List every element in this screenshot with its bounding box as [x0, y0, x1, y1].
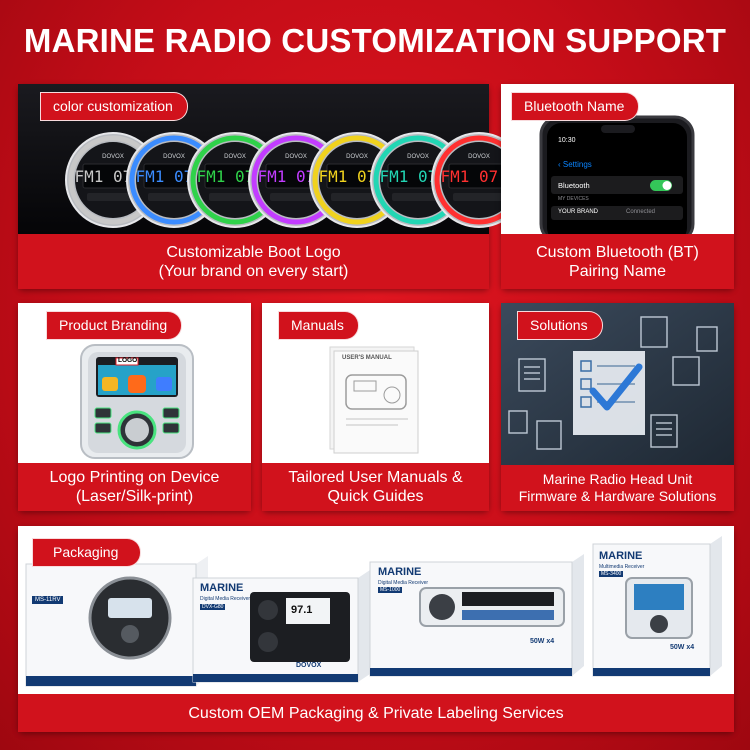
- settings-back-link[interactable]: ‹ Settings: [558, 160, 592, 169]
- radio-brand-label: DOVOX: [407, 154, 429, 160]
- phone-time: 10:30: [558, 137, 576, 144]
- caption-line-2: (Laser/Silk-print): [75, 488, 194, 505]
- radio-brand-label: DOVOX: [468, 154, 490, 160]
- manuals-card: USER'S MANUAL Manuals Tailored User Manu…: [262, 303, 489, 511]
- bluetooth-toggle[interactable]: [650, 180, 672, 191]
- box4-model: MS-3400: [599, 571, 624, 577]
- bluetooth-name-card: 10:30 ‹ Settings Bluetooth MY DEVICES YO…: [501, 84, 734, 289]
- box2-sub: Digital Media Receiver: [200, 596, 251, 602]
- bluetooth-label: Bluetooth: [558, 181, 590, 190]
- packaging-caption: Custom OEM Packaging & Private Labeling …: [18, 694, 734, 732]
- box3-power: 50W x4: [530, 638, 555, 645]
- box2-brand: MARINE: [200, 582, 244, 594]
- product-branding-tag: Product Branding: [46, 311, 183, 340]
- radio-brand-label: DOVOX: [224, 154, 246, 160]
- box3-model: MS-1000: [378, 587, 403, 593]
- solutions-graphic: [501, 303, 734, 465]
- radio-brand-label: DOVOX: [285, 154, 307, 160]
- color-customization-tag: color customization: [40, 92, 188, 121]
- caption-line-1: Marine Radio Head Unit: [542, 471, 693, 487]
- radio-brand-label: DOVOX: [102, 154, 124, 160]
- box4-sub: Multimedia Receiver: [599, 564, 645, 570]
- back-label: Settings: [562, 160, 592, 169]
- device-status: Connected: [626, 209, 656, 215]
- radio-brand-label: DOVOX: [163, 154, 185, 160]
- box2-model: DVX-G80: [200, 604, 226, 610]
- box3-sub: Digital Media Receiver: [378, 580, 429, 586]
- caption-line-1: Tailored User Manuals &: [288, 469, 463, 486]
- packaging-tag: Packaging: [32, 538, 142, 567]
- box4-brand: MARINE: [599, 550, 643, 562]
- my-devices-label: MY DEVICES: [558, 196, 589, 202]
- color-customization-caption: Customizable Boot Logo (Your brand on ev…: [18, 234, 489, 289]
- caption-line-2: Pairing Name: [569, 262, 666, 280]
- packaging-card: MS-11RV MARINE Digital Media Receiver DV…: [18, 526, 734, 732]
- manuals-caption: Tailored User Manuals & Quick Guides: [262, 463, 489, 511]
- solutions-tag: Solutions: [517, 311, 603, 340]
- bluetooth-name-tag: Bluetooth Name: [511, 92, 640, 121]
- booklet-title: USER'S MANUAL: [342, 355, 392, 361]
- solutions-card: Solutions Marine Radio Head Unit Firmwar…: [501, 303, 734, 511]
- box3-brand: MARINE: [378, 566, 422, 578]
- caption-line-2: Quick Guides: [327, 488, 424, 505]
- box2-screen: 97.1: [291, 604, 313, 616]
- logo-text: LOGO: [118, 357, 138, 364]
- bluetooth-name-caption: Custom Bluetooth (BT) Pairing Name: [501, 234, 734, 289]
- caption-line-2: (Your brand on every start): [158, 262, 349, 280]
- page-title: MARINE RADIO CUSTOMIZATION SUPPORT: [23, 22, 727, 59]
- caption-line-2: Firmware & Hardware Solutions: [518, 488, 717, 504]
- box4-power: 50W x4: [670, 644, 695, 651]
- box2-footer: DOVOX: [296, 662, 322, 669]
- device-name[interactable]: YOUR BRAND: [558, 209, 599, 215]
- caption-line-1: Custom Bluetooth (BT): [536, 243, 699, 261]
- product-branding-caption: Logo Printing on Device (Laser/Silk-prin…: [18, 463, 251, 511]
- manuals-tag: Manuals: [278, 311, 359, 340]
- product-branding-card: LOGO Product Branding Logo Printing on D…: [18, 303, 251, 511]
- radio-brand-label: DOVOX: [346, 154, 368, 160]
- caption-line-1: Customizable Boot Logo: [166, 243, 341, 261]
- box1-model: MS-11RV: [32, 596, 64, 604]
- solutions-caption: Marine Radio Head Unit Firmware & Hardwa…: [501, 465, 734, 511]
- caption-line-1: Logo Printing on Device: [49, 469, 220, 486]
- radio-display-text: FM1 07:9: [440, 167, 517, 186]
